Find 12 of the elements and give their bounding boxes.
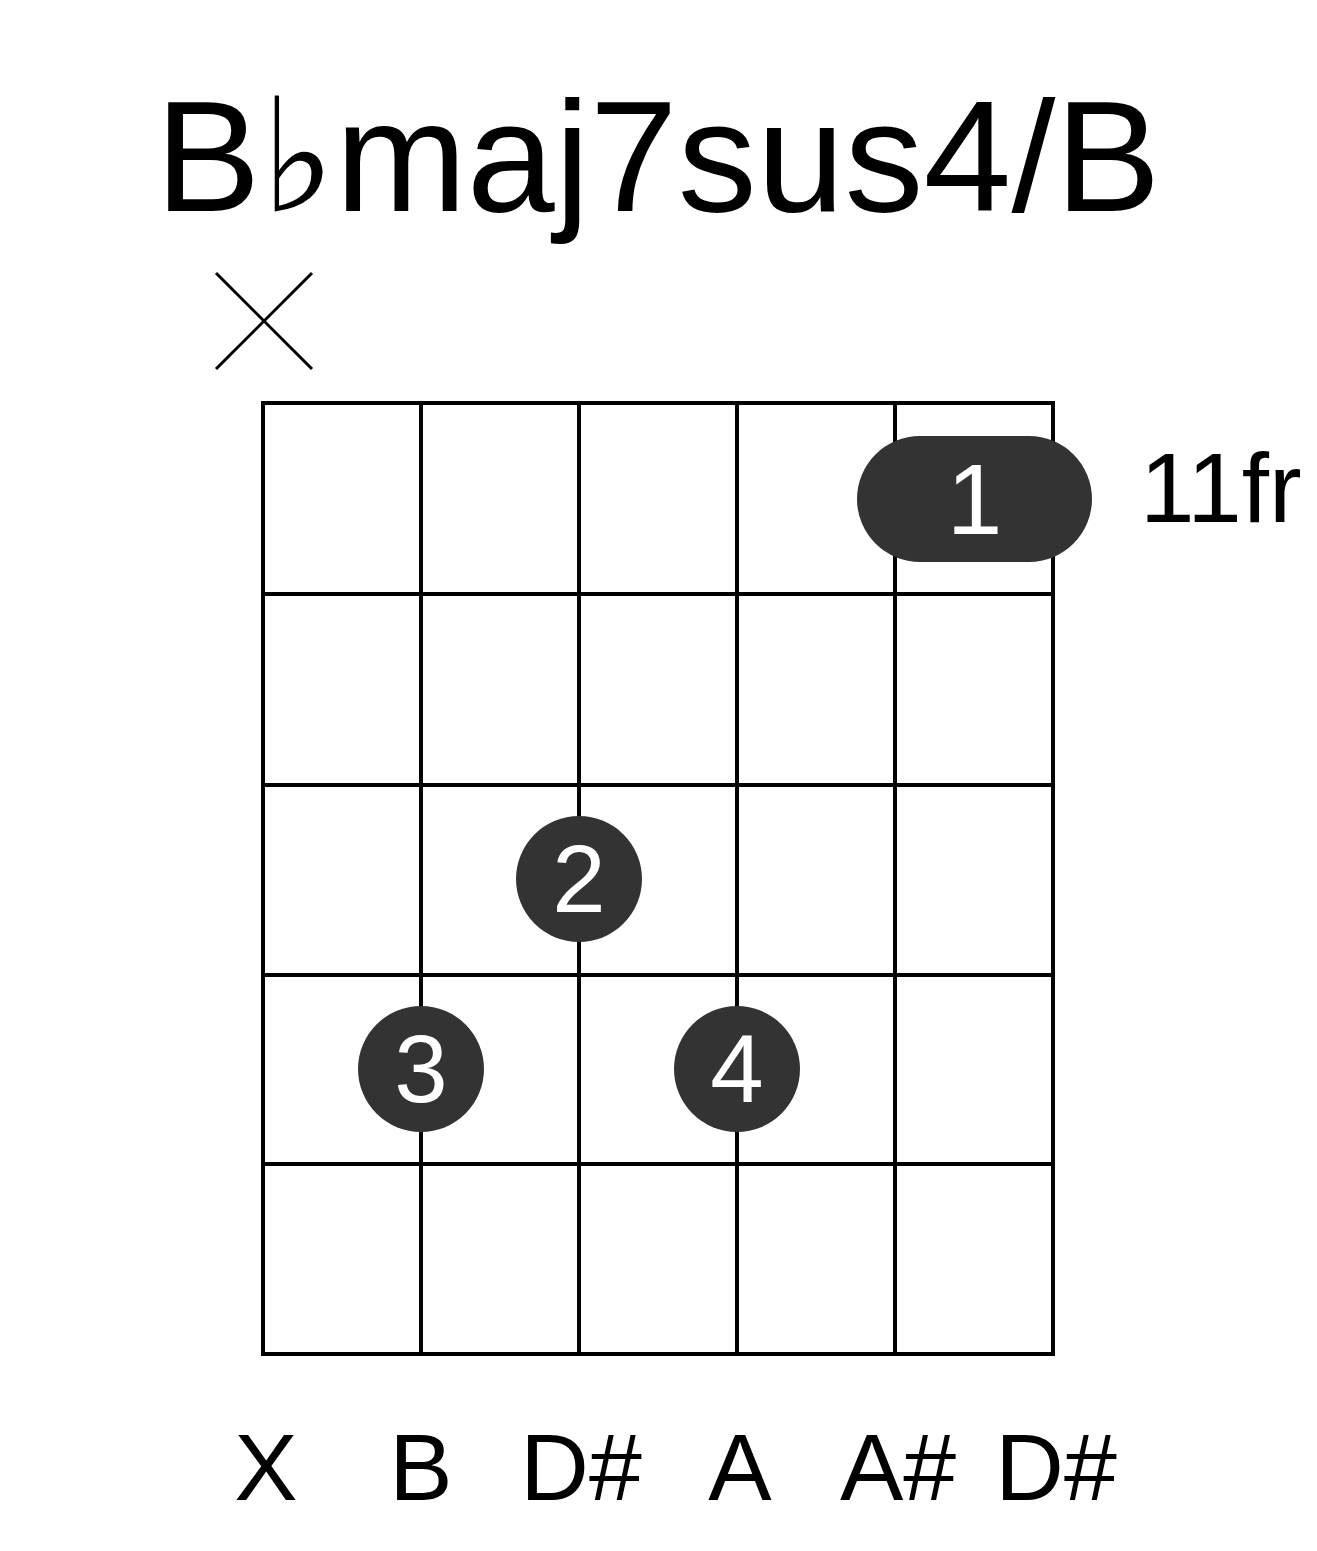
finger-dot: 3 bbox=[358, 1006, 484, 1132]
fret-number-label: 11fr bbox=[1140, 439, 1302, 537]
chord-title: B♭maj7sus4/B bbox=[155, 67, 1161, 246]
finger-dot: 4 bbox=[674, 1006, 800, 1132]
barre-marker: 1 bbox=[857, 436, 1092, 562]
finger-dot: 2 bbox=[516, 816, 642, 942]
string-note-label: A# bbox=[839, 1420, 957, 1515]
string-note-label: X bbox=[234, 1420, 298, 1515]
string-note-label: B bbox=[389, 1420, 453, 1515]
string-note-label: A bbox=[708, 1420, 772, 1515]
string-note-label: D# bbox=[520, 1420, 642, 1515]
string-note-label: D# bbox=[995, 1420, 1117, 1515]
